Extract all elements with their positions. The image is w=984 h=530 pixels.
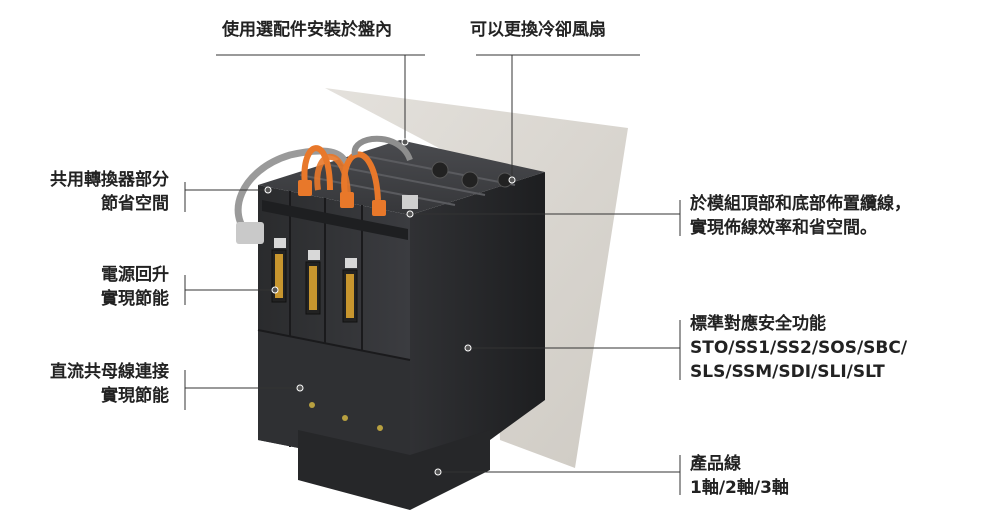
label-safety-functions-line1: 標準對應安全功能: [690, 314, 826, 334]
grey-cable: [234, 147, 349, 239]
label-shared-converter-line2: 節省空間: [101, 194, 169, 214]
label-dc-bus-line1: 直流共母線連接: [50, 362, 169, 382]
label-wiring-line2: 實現佈線效率和省空間。: [690, 218, 877, 238]
label-product-line-line2: 1軸/2軸/3軸: [690, 478, 789, 498]
label-safety-functions: 標準對應安全功能 STO/SS1/SS2/SOS/SBC/ SLS/SSM/SD…: [690, 312, 907, 384]
label-regeneration-line2: 實現節能: [101, 289, 169, 309]
base-plate: [298, 430, 490, 510]
label-product-line-line1: 產品線: [690, 454, 741, 474]
label-dc-bus-line2: 實現節能: [101, 386, 169, 406]
label-safety-functions-line2: STO/SS1/SS2/SOS/SBC/: [690, 338, 908, 358]
label-dc-bus: 直流共母線連接 實現節能: [24, 360, 169, 408]
label-panel-mounting: 使用選配件安裝於盤內: [222, 18, 392, 42]
mounting-panel: [325, 88, 628, 468]
module-lower-section: [258, 330, 410, 470]
label-regeneration: 電源回升 實現節能: [24, 263, 169, 311]
orange-cable: [314, 153, 351, 196]
module-side-face: [410, 172, 545, 470]
label-product-line: 產品線 1軸/2軸/3軸: [690, 452, 789, 500]
label-wiring: 於模組頂部和底部佈置纜線， 實現佈線效率和省空間。: [690, 192, 911, 240]
label-wiring-line1: 於模組頂部和底部佈置纜線，: [690, 194, 911, 214]
orange-cable: [301, 145, 333, 191]
label-regeneration-line1: 電源回升: [101, 265, 169, 285]
module-top-face: [258, 140, 545, 215]
label-safety-functions-line3: SLS/SSM/SDI/SLI/SLT: [690, 362, 885, 382]
label-shared-converter-line1: 共用轉換器部分: [50, 170, 169, 190]
label-fan-replaceable: 可以更換冷卻風扇: [470, 18, 606, 42]
label-fan-replaceable-text: 可以更換冷卻風扇: [470, 20, 606, 40]
label-panel-mounting-text: 使用選配件安裝於盤內: [222, 20, 392, 40]
label-shared-converter: 共用轉換器部分 節省空間: [24, 168, 169, 216]
